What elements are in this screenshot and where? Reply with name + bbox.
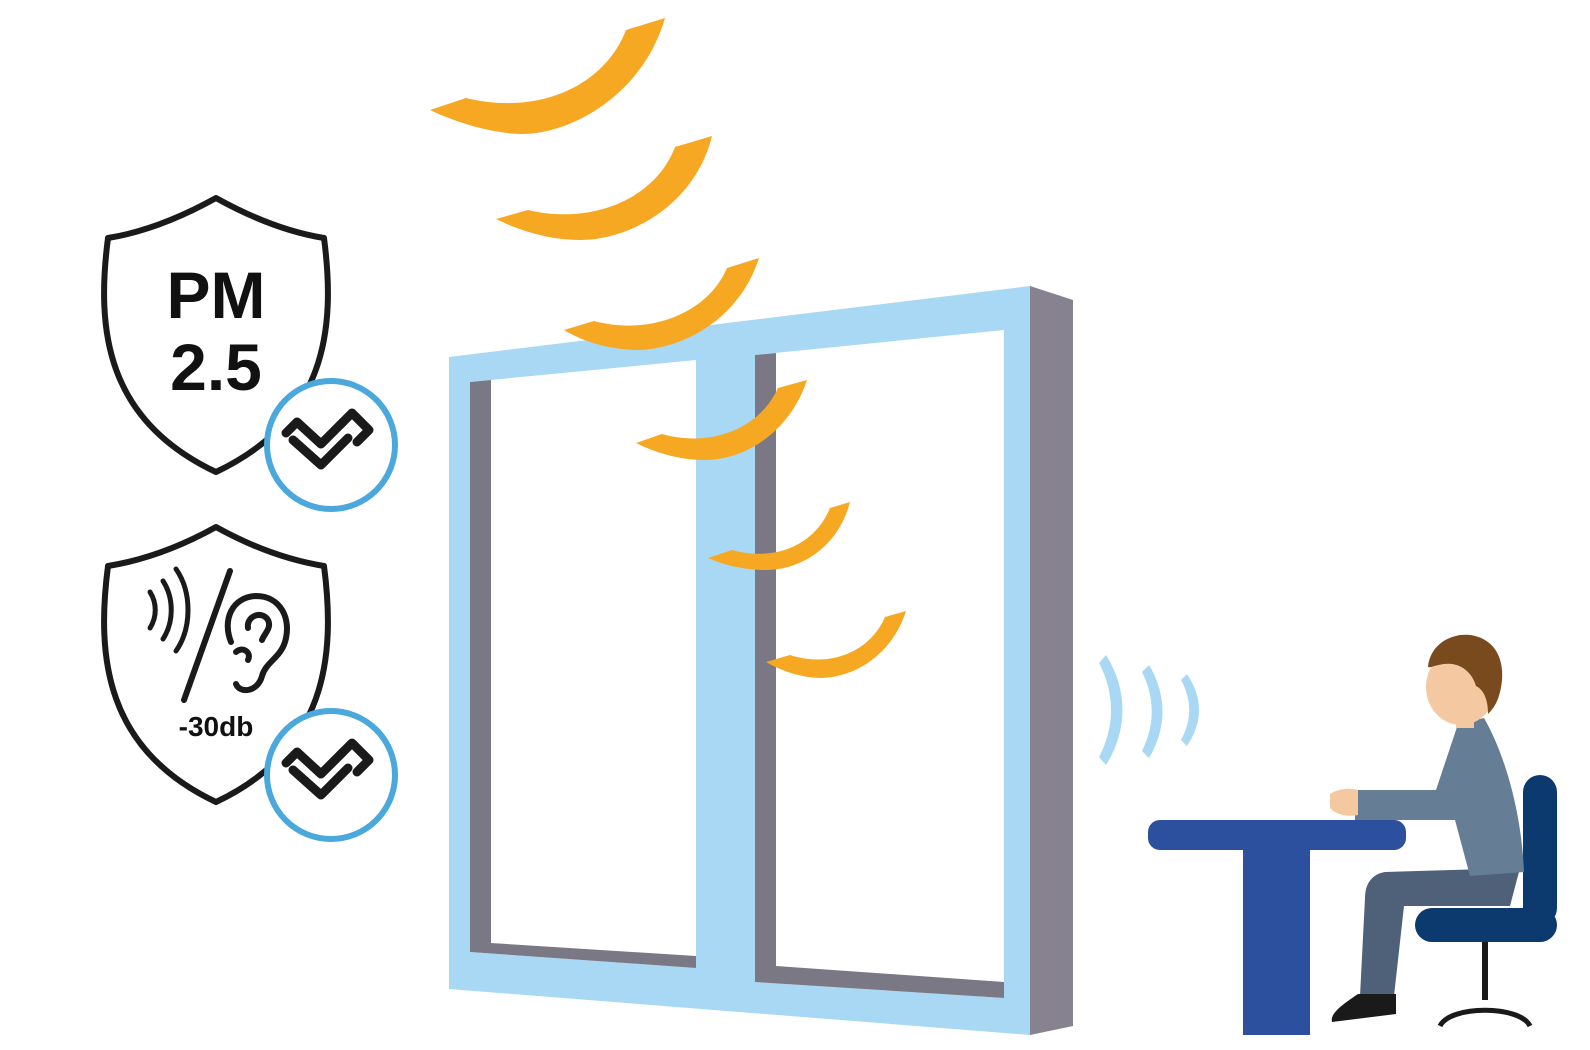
noise-reduction-label: -30db xyxy=(179,711,254,742)
desk-leg xyxy=(1243,850,1310,1035)
desk xyxy=(1148,820,1406,1035)
inside-wave-3 xyxy=(1181,674,1199,746)
check-ring xyxy=(264,708,398,842)
chair xyxy=(1415,775,1557,1028)
pm25-line2: 2.5 xyxy=(170,330,262,404)
noise-shield-icon: -30db xyxy=(101,524,398,842)
orange-wave-5 xyxy=(708,502,850,570)
window-frame xyxy=(449,286,1030,1035)
left-pane-shadow xyxy=(470,380,696,968)
check-ring xyxy=(264,378,398,512)
noise-sound-arcs-icon xyxy=(147,566,191,654)
noise-check-badge xyxy=(264,708,398,842)
pm25-check-badge xyxy=(264,378,398,512)
orange-wave-6 xyxy=(766,611,906,678)
chair-back xyxy=(1523,775,1557,925)
orange-wave-3 xyxy=(564,258,759,350)
check-icon xyxy=(281,408,374,470)
noise-slash xyxy=(181,568,233,703)
incoming-waves xyxy=(430,18,906,678)
person-hair xyxy=(1428,634,1503,714)
ear-icon xyxy=(224,593,290,694)
person-shirt xyxy=(1355,718,1524,876)
window-icon xyxy=(449,286,1073,1035)
noise-shield-outline xyxy=(101,524,331,805)
person-at-desk-icon xyxy=(1148,634,1557,1035)
chair-seat xyxy=(1415,908,1557,942)
orange-wave-1 xyxy=(430,18,665,135)
check-icon xyxy=(281,738,374,800)
person-hand xyxy=(1330,788,1358,816)
chair-base xyxy=(1437,1007,1533,1028)
pm25-line1: PM xyxy=(167,258,266,332)
person-forearm xyxy=(1355,790,1437,820)
sound-wave-icon xyxy=(1099,655,1199,765)
orange-wave-2 xyxy=(496,136,712,240)
window-side xyxy=(1030,286,1073,1035)
pm25-shield-icon: PM 2.5 xyxy=(101,195,398,512)
inside-wave-2 xyxy=(1142,665,1163,758)
desk-top xyxy=(1148,820,1406,850)
right-pane-shadow xyxy=(755,353,1004,998)
person-shoe xyxy=(1331,994,1396,1022)
person-pants xyxy=(1360,868,1520,996)
inside-wave-1 xyxy=(1099,655,1123,765)
pm25-shield-outline xyxy=(101,195,331,475)
orange-wave-4 xyxy=(636,380,807,460)
